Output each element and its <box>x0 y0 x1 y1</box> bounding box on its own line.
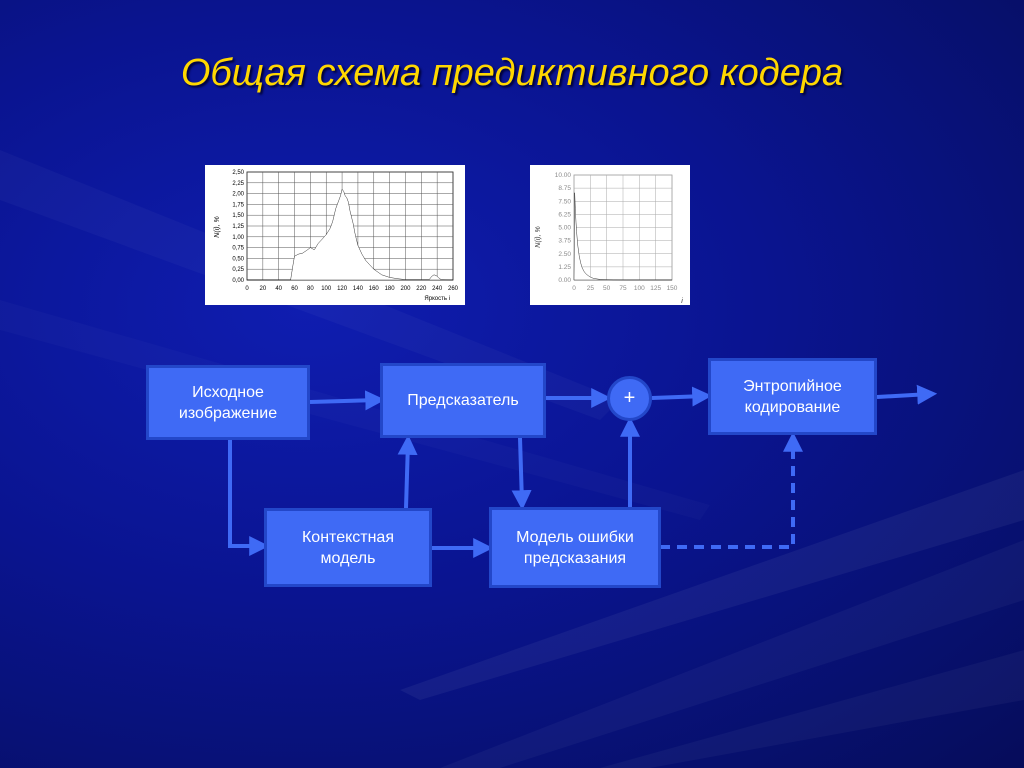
context-model-box: Контекстная модель <box>264 508 432 587</box>
sum-node: + <box>607 376 652 421</box>
arrow-sum-to-entropy <box>651 386 713 407</box>
y-tick-label: 2,50 <box>232 170 244 176</box>
x-tick-label: 60 <box>291 286 298 292</box>
arrow-predictor-to-error-model <box>511 437 532 511</box>
y-tick-label: 1,00 <box>232 235 244 241</box>
y-tick-label: 1.25 <box>558 264 571 271</box>
source-image-label: Исходное изображение <box>178 383 278 422</box>
source-image-box: Исходное изображение <box>146 365 310 440</box>
sum-label: + <box>623 387 636 409</box>
x-tick-label: 160 <box>369 286 380 292</box>
x-tick-label: 50 <box>603 285 611 292</box>
x-axis-label: Яркость i <box>424 296 450 302</box>
y-tick-label: 8.75 <box>558 185 571 192</box>
x-tick-label: 180 <box>385 286 396 292</box>
x-tick-label: 140 <box>353 286 364 292</box>
x-tick-label: 100 <box>321 286 332 292</box>
x-tick-label: 240 <box>432 286 443 292</box>
histogram-area <box>573 192 672 281</box>
x-tick-label: 260 <box>448 286 459 292</box>
histogram-source-brightness: 0,00 0,25 0,50 0,75 1,00 1,25 1,50 1,75 2,00 2,25… <box>205 165 465 305</box>
x-tick-label: 120 <box>337 286 348 292</box>
y-axis-label: N(i), % <box>535 226 542 247</box>
x-tick-label: 75 <box>619 285 627 292</box>
y-tick-label: 7.50 <box>558 198 571 205</box>
y-tick-label: 0,75 <box>232 246 244 252</box>
x-tick-label: 150 <box>667 285 678 292</box>
x-tick-label: 220 <box>416 286 427 292</box>
dashed-arrow-error-model-to-entropy <box>660 431 803 549</box>
arrow-source-to-predictor <box>309 390 386 411</box>
entropy-coding-box: Энтропийное кодирование <box>708 358 877 435</box>
histogram-prediction-error: 0.00 1.25 2.50 3.75 5.00 6.25 7.50 8.75 10.00 0 2… <box>530 165 690 305</box>
y-tick-label: 3.75 <box>558 238 571 245</box>
arrow-entropy-output <box>876 384 938 405</box>
y-tick-label: 0,25 <box>232 267 244 273</box>
entropy-coding-label: Энтропийное кодирование <box>743 377 842 416</box>
x-tick-label: 0 <box>245 286 249 292</box>
context-model-label: Контекстная модель <box>301 528 394 567</box>
y-tick-label: 1,25 <box>232 224 244 230</box>
y-tick-label: 5.00 <box>558 225 571 232</box>
y-tick-label: 0.00 <box>558 277 571 284</box>
predictor-box: Предсказатель <box>380 363 546 438</box>
x-tick-label: 20 <box>260 286 267 292</box>
arrow-source-to-context <box>228 440 270 556</box>
x-tick-label: 125 <box>650 285 661 292</box>
predictor-label: Предсказатель <box>407 392 519 409</box>
y-tick-label: 6.25 <box>558 211 571 218</box>
y-tick-label: 0,00 <box>232 278 244 284</box>
x-tick-label: 100 <box>634 285 645 292</box>
slide-title: Общая схема предиктивного кодера <box>180 52 844 94</box>
y-tick-label: 10.00 <box>555 172 572 179</box>
y-tick-label: 2,25 <box>232 181 244 187</box>
y-tick-label: 2.50 <box>558 251 571 258</box>
histogram-area <box>247 188 454 281</box>
x-tick-label: 25 <box>587 285 595 292</box>
error-model-box: Модель ошибки предсказания <box>489 507 661 588</box>
y-axis-label: N(i), % <box>214 216 221 237</box>
x-axis-label: i <box>681 298 683 305</box>
y-tick-label: 1,50 <box>232 213 244 219</box>
error-model-label: Модель ошибки предсказания <box>516 528 634 567</box>
x-tick-label: 40 <box>275 286 282 292</box>
x-tick-label: 80 <box>307 286 314 292</box>
arrow-context-to-predictor <box>397 434 418 509</box>
y-tick-label: 2,00 <box>232 192 244 198</box>
y-tick-label: 0,50 <box>232 256 244 262</box>
x-tick-label: 0 <box>572 285 576 292</box>
y-tick-label: 1,75 <box>232 202 244 208</box>
x-tick-label: 200 <box>400 286 411 292</box>
